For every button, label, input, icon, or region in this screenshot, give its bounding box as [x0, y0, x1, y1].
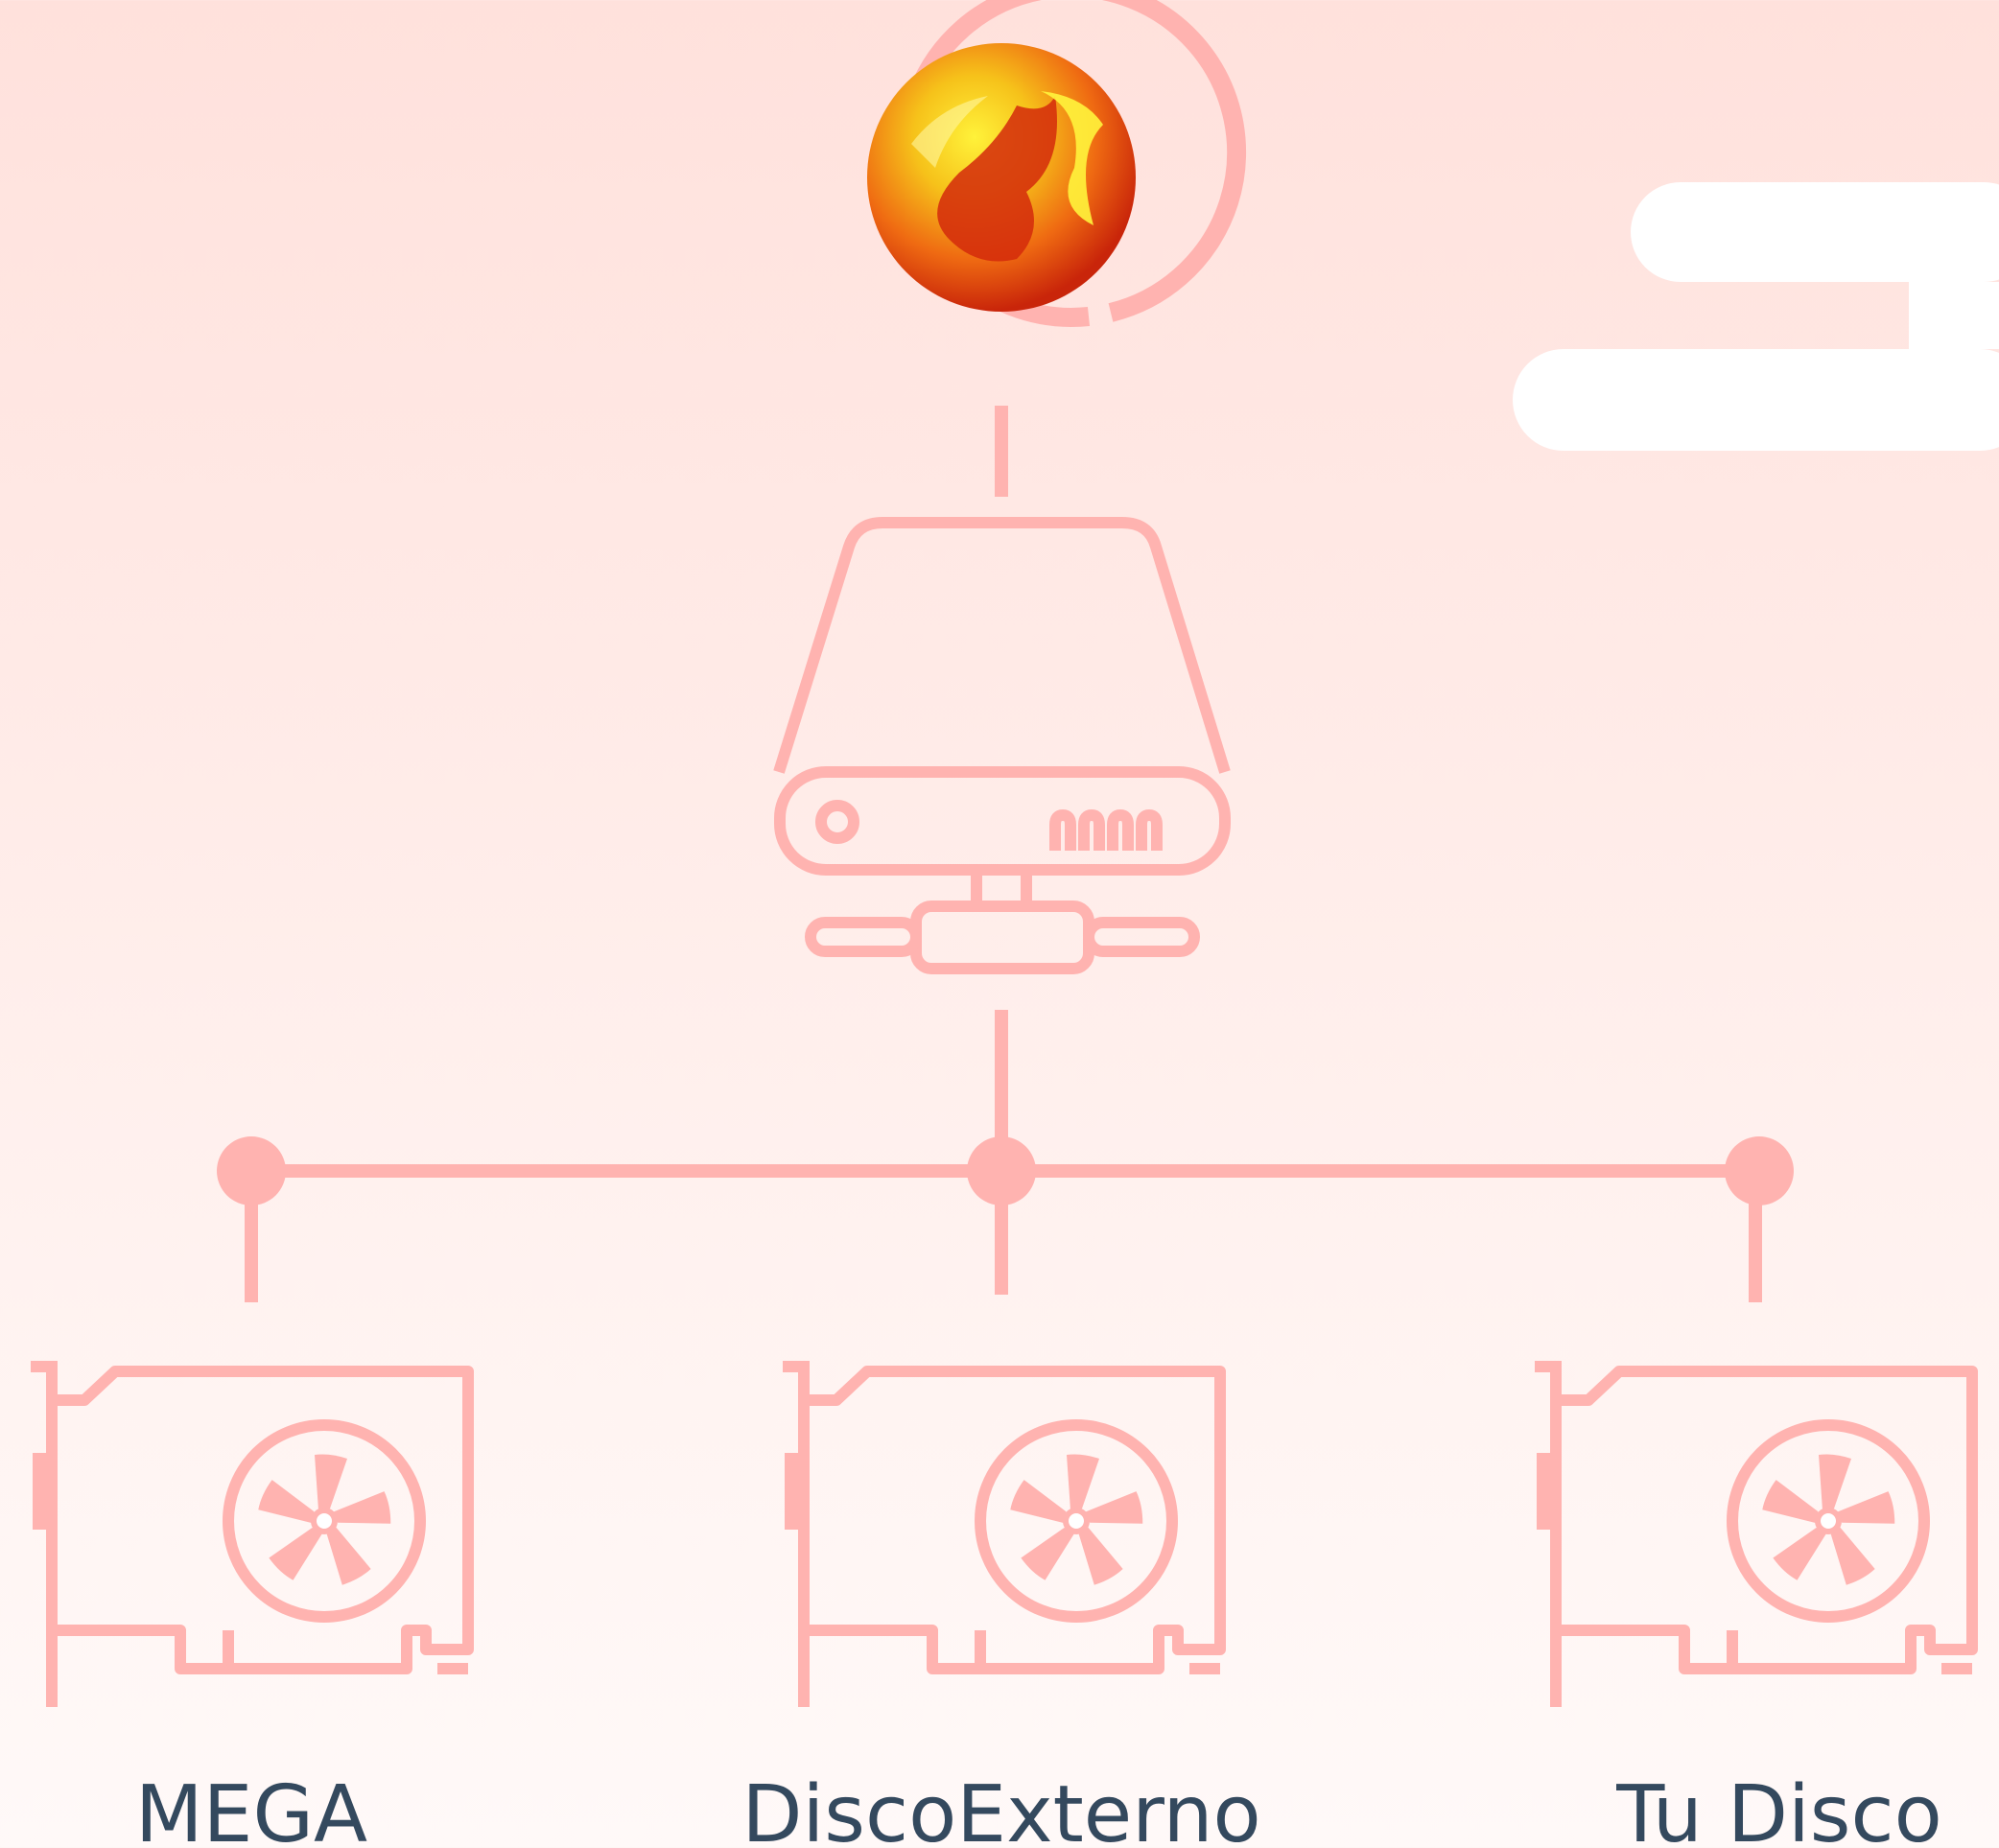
- junction-dot-center: [967, 1136, 1036, 1205]
- node-card-tu-disco[interactable]: [1535, 1367, 1972, 1707]
- decorative-pills: [1513, 182, 1999, 451]
- node-label-discoexterno: DiscoExterno: [741, 1769, 1261, 1848]
- node-card-discoexterno[interactable]: [783, 1367, 1220, 1707]
- decorative-pill-connector: [1909, 282, 1999, 349]
- fire-orb-avatar-icon[interactable]: [867, 0, 1247, 327]
- tree-junction-dots: [217, 1136, 1794, 1205]
- node-card-mega[interactable]: [31, 1367, 468, 1707]
- junction-dot-left: [217, 1136, 286, 1205]
- node-label-tu-disco: Tu Disco: [1616, 1769, 1942, 1848]
- decorative-pill-upper: [1631, 182, 1999, 282]
- external-hard-drive-icon[interactable]: [773, 517, 1231, 974]
- node-label-mega: MEGA: [134, 1769, 368, 1848]
- decorative-pill-lower: [1513, 349, 1999, 451]
- junction-dot-right: [1725, 1136, 1794, 1205]
